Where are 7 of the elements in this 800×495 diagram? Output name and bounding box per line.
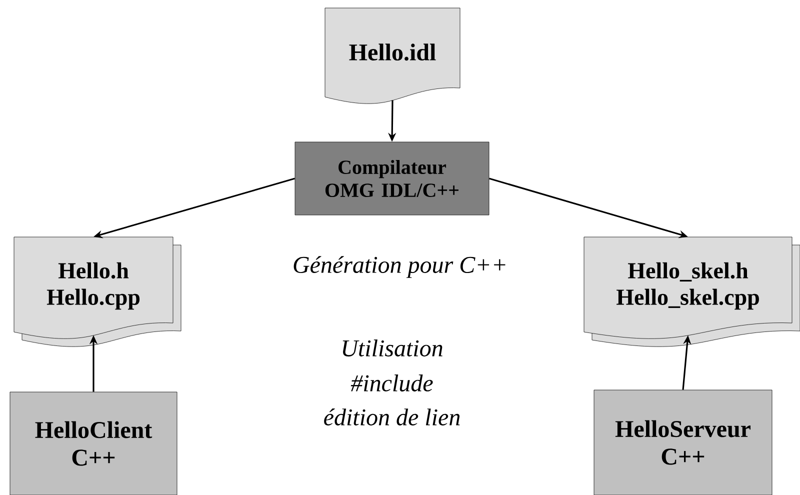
note-text: #include <box>350 374 433 392</box>
process-box: Compilateur OMG IDL/C++ <box>294 142 490 216</box>
process-box: HelloClient C++ <box>10 392 178 495</box>
process-box: HelloServeur C++ <box>594 390 772 495</box>
note-text: édition de lien <box>324 408 460 426</box>
note-text: Génération pour C++ <box>294 256 506 278</box>
note-text: Utilisation <box>342 340 442 356</box>
